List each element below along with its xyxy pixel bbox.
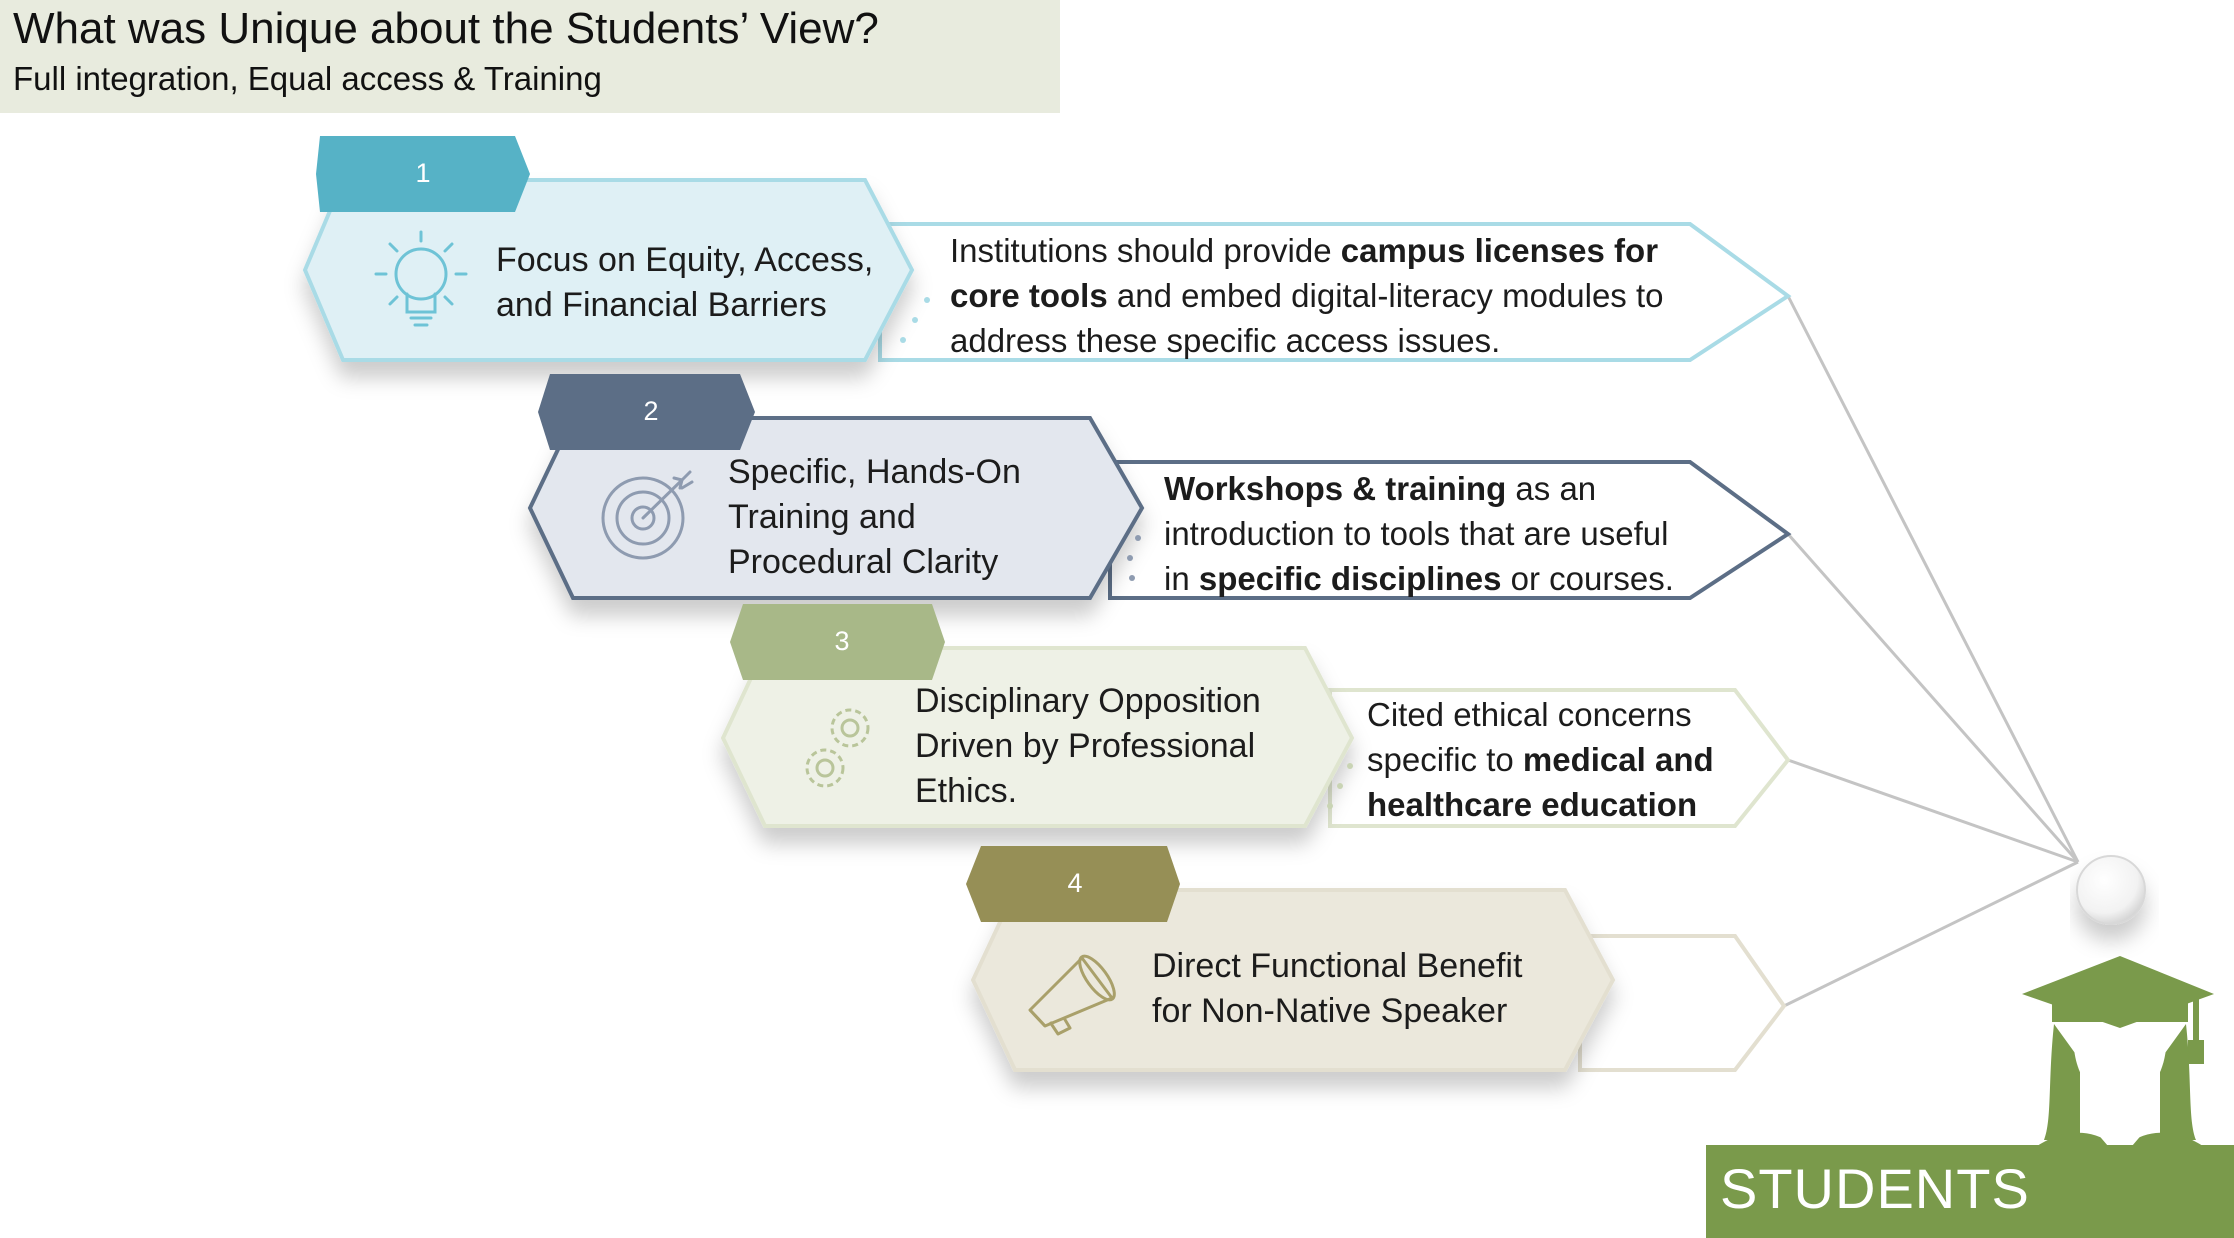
step-4-number: 4 <box>1067 868 1083 898</box>
step-2-number: 2 <box>643 396 659 426</box>
connector-lines <box>1783 295 2080 1008</box>
students-label: STUDENTS <box>1720 1157 2030 1220</box>
connector-line-3 <box>1787 758 2079 864</box>
step-3-main-hexagon <box>720 646 1355 828</box>
step-3-number: 3 <box>834 626 850 656</box>
target-icon <box>601 470 694 560</box>
step-4-label: Direct Functional Benefit for Non-Native… <box>1152 944 1522 1034</box>
gears-icon <box>805 708 870 788</box>
step-4-label-line: for Non-Native Speaker <box>1152 992 1508 1030</box>
step-1-number: 1 <box>415 158 431 188</box>
step-3-label-line: Disciplinary Opposition <box>915 682 1261 720</box>
step-4 <box>966 846 1787 1072</box>
step-2-main-hexagon <box>527 416 1145 600</box>
step-4-description-panel <box>1578 934 1787 1072</box>
connector-line-1 <box>1786 295 2080 863</box>
step-1-description-line: Institutions should provide campus licen… <box>950 232 1659 269</box>
step-3-description-line: specific to medical and <box>1367 741 1714 778</box>
title-banner <box>0 0 1060 113</box>
step-1-label-line: Focus on Equity, Access, <box>496 241 874 279</box>
step-4-label-line: Direct Functional Benefit <box>1152 947 1523 985</box>
step-1-description: Institutions should provide campus licen… <box>950 228 1664 363</box>
step-2-label-line: Training and <box>728 498 916 536</box>
step-2-dots <box>1127 535 1141 581</box>
connector-line-2 <box>1786 533 2080 863</box>
step-3-number-tab <box>730 604 945 680</box>
step-3-label: Disciplinary Opposition Driven by Profes… <box>915 679 1261 814</box>
step-2-label-line: Procedural Clarity <box>728 543 999 581</box>
step-3-label-line: Ethics. <box>915 772 1018 810</box>
step-2-description-line: Workshops & training as an <box>1164 470 1597 507</box>
step-1 <box>302 136 1792 362</box>
step-1-label: Focus on Equity, Access, and Financial B… <box>496 238 873 328</box>
step-1-number-tab <box>316 136 530 212</box>
page-title: What was Unique about the Students’ View… <box>13 4 879 53</box>
step-3-label-line: Driven by Professional <box>915 727 1256 765</box>
step-2-description: Workshops & training as an introduction … <box>1164 466 1674 601</box>
step-2 <box>527 374 1792 600</box>
step-2-label-line: Specific, Hands-On <box>728 453 1021 491</box>
step-4-number-tab <box>966 846 1180 922</box>
step-1-description-line: address these specific access issues. <box>950 322 1501 359</box>
step-2-label: Specific, Hands-On Training and Procedur… <box>728 450 1021 585</box>
step-2-description-line: introduction to tools that are useful <box>1164 515 1669 552</box>
step-3-dots <box>1327 763 1353 809</box>
step-4-main-hexagon <box>970 888 1616 1072</box>
lightbulb-icon <box>374 230 468 327</box>
step-1-description-line: core tools and embed digital-literacy mo… <box>950 277 1664 314</box>
step-3 <box>720 604 1791 828</box>
megaphone-icon <box>1028 954 1116 1036</box>
step-1-description-panel <box>878 222 1792 362</box>
step-1-dots <box>900 297 930 343</box>
step-1-label-line: and Financial Barriers <box>496 286 827 324</box>
step-1-main-hexagon <box>302 178 915 362</box>
step-3-description-line: Cited ethical concerns <box>1367 696 1692 733</box>
step-2-number-tab <box>538 374 755 450</box>
page-subtitle: Full integration, Equal access & Trainin… <box>13 60 602 97</box>
students-banner <box>1706 1145 2234 1238</box>
step-2-description-panel <box>1108 460 1792 600</box>
step-3-description: Cited ethical concerns specific to medic… <box>1367 692 1714 827</box>
connector-node <box>2076 855 2146 925</box>
step-2-description-line: in specific disciplines or courses. <box>1164 560 1674 597</box>
connector-line-4 <box>1783 860 2079 1008</box>
step-3-description-line: healthcare education <box>1367 786 1698 823</box>
